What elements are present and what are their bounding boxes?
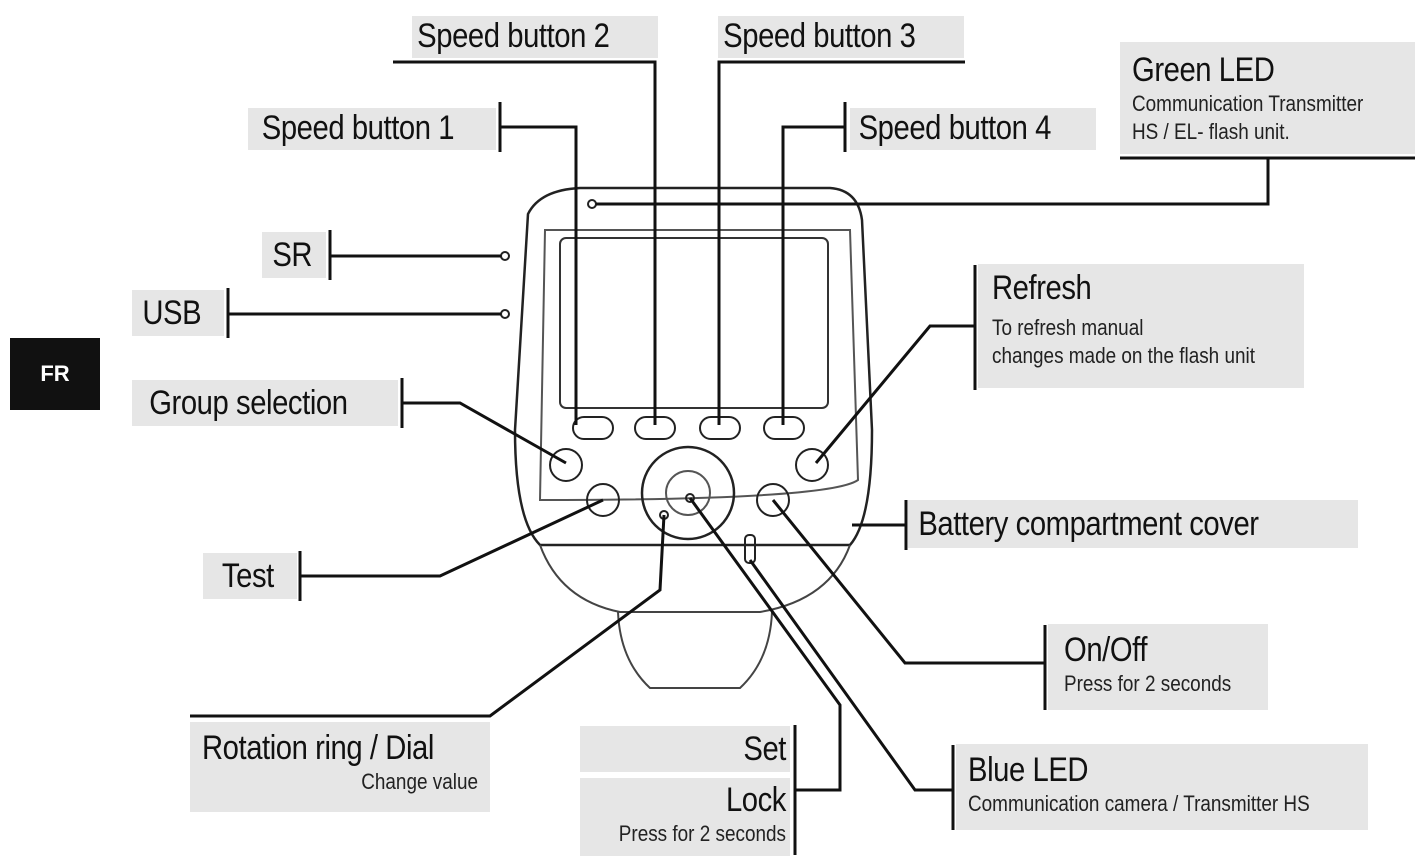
device-body — [513, 186, 874, 547]
leader-refresh — [814, 324, 975, 464]
onoff-title: On/Off — [1064, 631, 1148, 669]
leader-speed-2 — [393, 60, 657, 425]
refresh-desc-2: changes made on the flash unit — [992, 343, 1255, 368]
label-refresh: Refresh To refresh manual changes made o… — [978, 264, 1304, 388]
group-button-shape — [549, 448, 583, 482]
leader-onoff — [771, 499, 1045, 665]
device-inner-bezel — [538, 229, 860, 502]
group-selection-text: Group selection — [149, 384, 348, 422]
set-dot — [685, 493, 695, 503]
leader-group — [402, 401, 567, 465]
green-led-title: Green LED — [1132, 51, 1275, 89]
label-group-selection: Group selection — [132, 380, 398, 426]
leader-rotation — [190, 514, 666, 718]
label-speed-button-2: Speed button 2 — [412, 16, 658, 58]
green-led-desc-1: Communication Transmitter — [1132, 91, 1364, 116]
dial-outer — [640, 445, 736, 541]
label-test: Test — [203, 553, 297, 599]
sr-port-dot — [500, 251, 510, 261]
lock-desc: Press for 2 seconds — [618, 821, 786, 846]
label-speed-button-4: Speed button 4 — [850, 108, 1096, 150]
refresh-button-shape — [795, 448, 829, 482]
label-blue-led: Blue LED Communication camera / Transmit… — [956, 744, 1368, 830]
lock-switch — [744, 534, 756, 564]
lcd-screen — [559, 237, 829, 409]
onoff-desc: Press for 2 seconds — [1064, 671, 1232, 696]
device-foot — [617, 611, 773, 689]
green-led-dot — [587, 199, 597, 209]
leader-blue-led — [748, 559, 953, 792]
sr-text: SR — [272, 236, 313, 274]
green-led-desc-2: HS / EL- flash unit. — [1132, 119, 1290, 144]
rotation-title: Rotation ring / Dial — [202, 729, 434, 767]
leader-speed-4 — [781, 125, 845, 425]
label-usb: USB — [132, 290, 224, 336]
speed-button-2-text: Speed button 2 — [417, 17, 610, 55]
leader-test — [300, 498, 604, 578]
leader-speed-3 — [717, 60, 965, 425]
speed-button-1-shape — [572, 416, 614, 440]
leader-set-lock — [688, 497, 842, 792]
usb-text: USB — [142, 294, 202, 332]
speed-button-4-text: Speed button 4 — [858, 109, 1052, 147]
label-speed-button-3: Speed button 3 — [718, 16, 964, 58]
label-set: Set — [580, 726, 790, 772]
rotation-desc: Change value — [361, 769, 478, 794]
onoff-button-shape — [756, 483, 790, 517]
set-text: Set — [743, 730, 786, 768]
label-lock: Lock Press for 2 seconds — [580, 778, 790, 856]
refresh-desc-1: To refresh manual — [992, 315, 1144, 340]
test-button-shape — [586, 483, 620, 517]
speed-button-1-text: Speed button 1 — [261, 109, 455, 147]
leader-speed-1 — [500, 125, 578, 425]
speed-button-3-text: Speed button 3 — [723, 17, 916, 55]
lock-text: Lock — [725, 781, 786, 819]
label-green-led: Green LED Communication Transmitter HS /… — [1120, 42, 1415, 154]
label-rotation: Rotation ring / Dial Change value — [190, 722, 490, 812]
label-onoff: On/Off Press for 2 seconds — [1048, 624, 1268, 710]
leader-green-led — [596, 156, 1415, 206]
blue-led-title: Blue LED — [968, 751, 1089, 789]
usb-port-dot — [500, 309, 510, 319]
label-speed-button-1: Speed button 1 — [248, 108, 496, 150]
refresh-title: Refresh — [992, 269, 1092, 307]
language-tab: FR — [10, 338, 100, 410]
blue-led-desc: Communication camera / Transmitter HS — [968, 791, 1310, 816]
label-sr: SR — [262, 232, 326, 278]
battery-cover-text: Battery compartment cover — [918, 505, 1259, 543]
test-text: Test — [221, 557, 274, 595]
dial-inner — [665, 470, 711, 516]
label-battery-cover: Battery compartment cover — [908, 500, 1358, 548]
device-lower — [539, 544, 851, 613]
